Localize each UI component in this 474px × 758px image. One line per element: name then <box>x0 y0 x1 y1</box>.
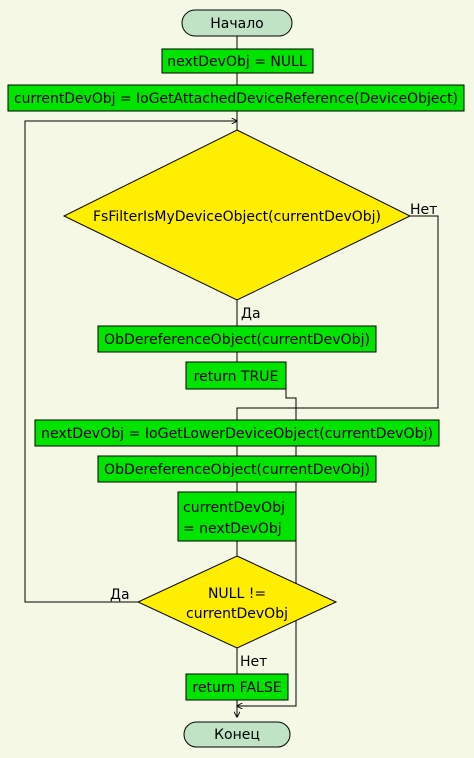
return-true-label: return TRUE <box>194 369 279 385</box>
decision-null-check: NULL != currentDevObj <box>136 555 338 649</box>
init-next-label: nextDevObj = NULL <box>167 54 307 70</box>
edge-label-null-yes: Да <box>110 587 130 603</box>
assign-label-line2: = nextDevObj <box>183 521 282 537</box>
null-check-label-line1: NULL != <box>208 586 266 602</box>
edge-check-no <box>236 215 439 420</box>
end-terminal: Конец <box>183 721 291 748</box>
check-mine-label: FsFilterIsMyDeviceObject(currentDevObj) <box>93 209 381 225</box>
deref-2-label: ObDereferenceObject(currentDevObj) <box>104 462 370 478</box>
start-terminal: Начало <box>181 9 293 37</box>
process-assign-current: currentDevObj = nextDevObj <box>177 491 297 542</box>
edge-label-mine-yes: Да <box>241 306 261 322</box>
init-current-label: currentDevObj = IoGetAttachedDeviceRefer… <box>14 91 458 107</box>
edge-label-null-no: Нет <box>240 654 267 670</box>
start-label: Начало <box>210 16 263 32</box>
return-false-label: return FALSE <box>192 680 281 696</box>
edge-label-mine-no: Нет <box>410 202 437 218</box>
assign-label-line1: currentDevObj <box>183 500 285 516</box>
process-deref-1: ObDereferenceObject(currentDevObj) <box>97 325 377 353</box>
get-lower-label: nextDevObj = IoGetLowerDeviceObject(curr… <box>41 426 433 442</box>
deref-1-label: ObDereferenceObject(currentDevObj) <box>104 332 370 348</box>
end-label: Конец <box>214 727 260 743</box>
process-deref-2: ObDereferenceObject(currentDevObj) <box>97 455 377 483</box>
process-init-current: currentDevObj = IoGetAttachedDeviceRefer… <box>7 84 465 112</box>
process-init-next: nextDevObj = NULL <box>161 48 314 74</box>
process-return-false: return FALSE <box>185 673 289 701</box>
edge-loop-back <box>24 121 237 603</box>
process-return-true: return TRUE <box>185 361 287 390</box>
process-get-lower: nextDevObj = IoGetLowerDeviceObject(curr… <box>34 419 440 447</box>
decision-is-my-device: FsFilterIsMyDeviceObject(currentDevObj) <box>62 129 412 301</box>
null-check-label-line2: currentDevObj <box>186 606 288 622</box>
edge-return-true-to-end <box>237 389 297 706</box>
connectors <box>24 36 439 717</box>
